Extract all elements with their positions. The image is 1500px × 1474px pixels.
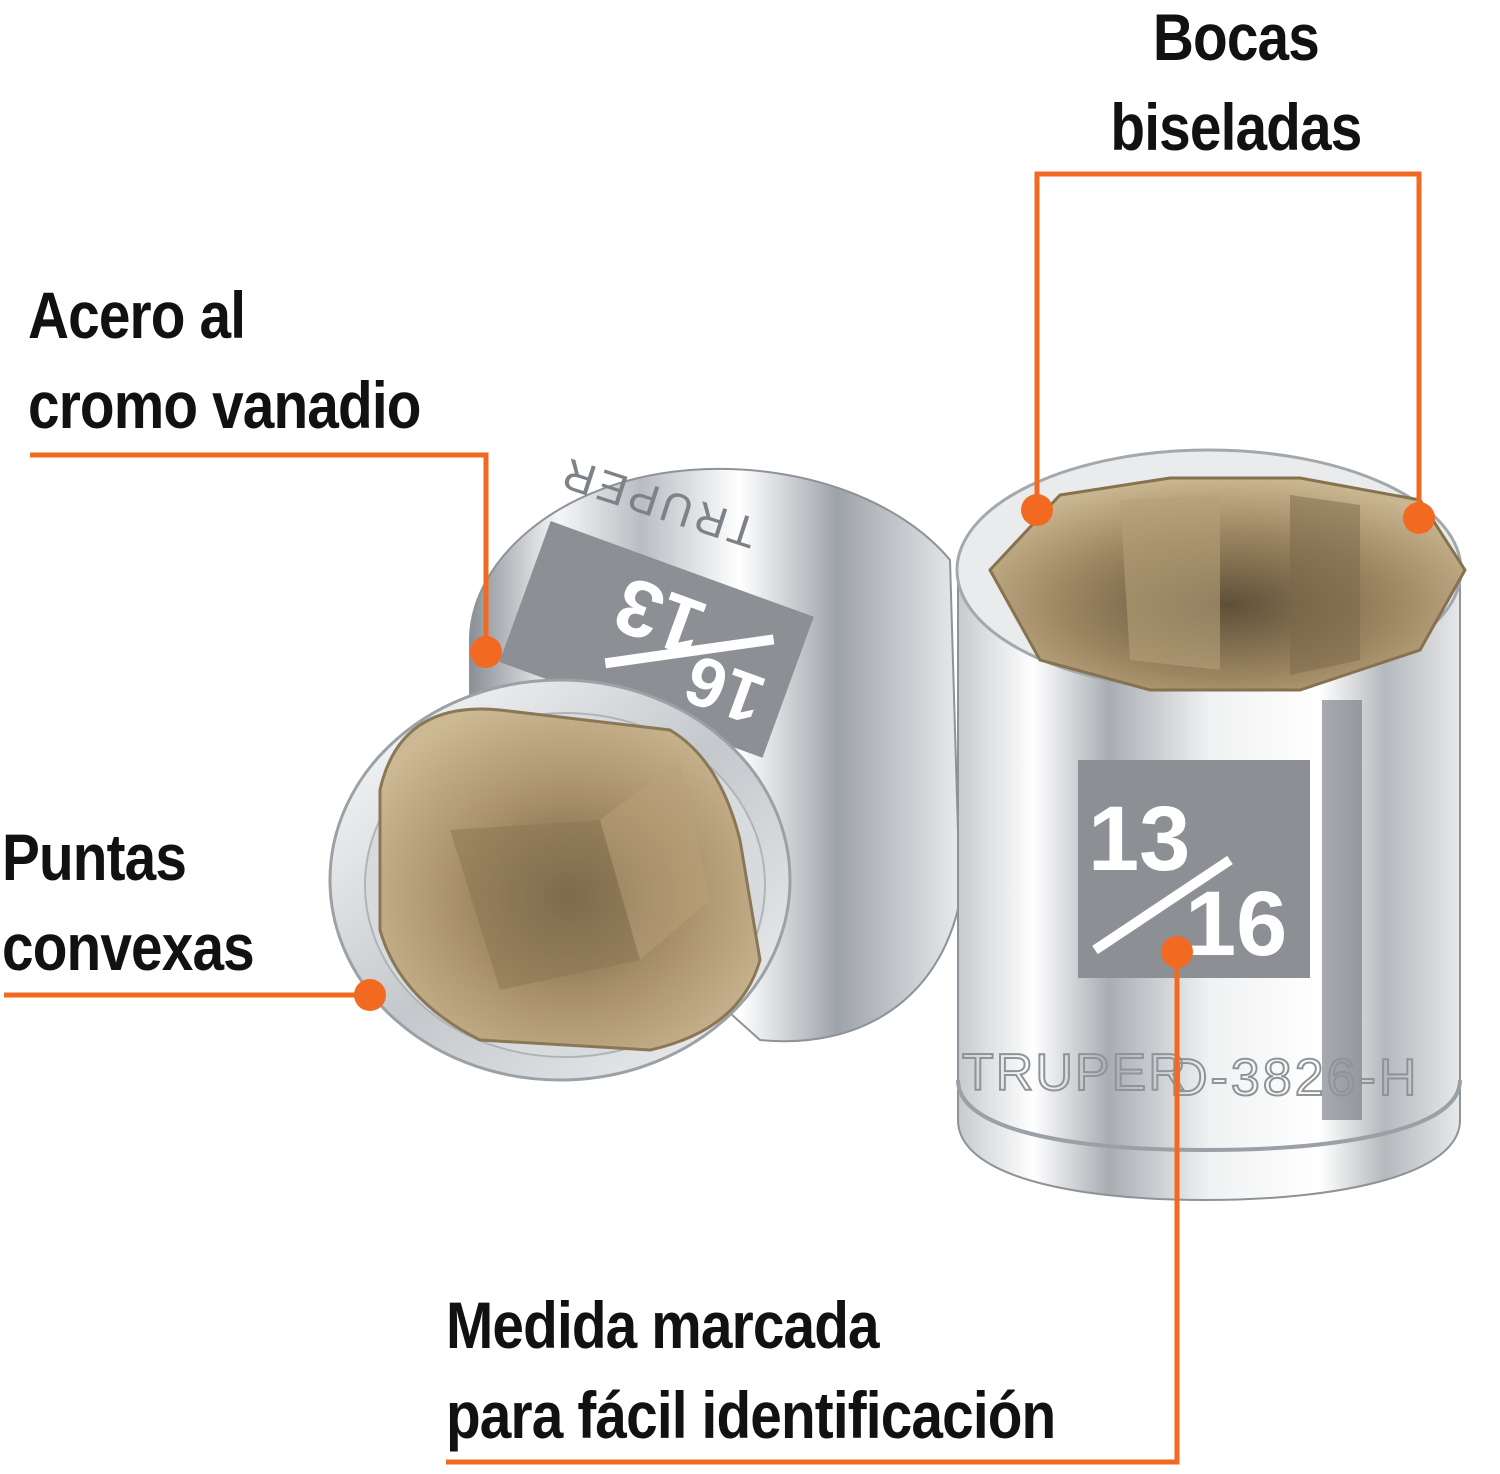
label-line: Medida marcada xyxy=(446,1288,880,1362)
label-medida-marcada: Medida marcada para fácil identificación xyxy=(446,1280,1056,1460)
left-size-plate: 13 16 xyxy=(499,521,814,758)
label-line: convexas xyxy=(2,910,255,984)
right-size-numerator: 13 xyxy=(1088,788,1190,890)
dot-bocas-left xyxy=(1021,494,1053,526)
dot-medida xyxy=(1161,936,1193,968)
leader-medida xyxy=(446,952,1180,1465)
label-line: Puntas xyxy=(2,820,187,894)
dot-bocas-right xyxy=(1403,502,1435,534)
label-bocas-biseladas: Bocas biseladas xyxy=(1110,0,1362,172)
label-acero-cromo-vanadio: Acero al cromo vanadio xyxy=(28,270,421,450)
right-hex-opening xyxy=(988,476,1467,692)
label-line: Bocas xyxy=(1152,0,1320,74)
right-socket: 13 16 TRUPER D-3826-H xyxy=(955,448,1467,1202)
right-model-text: D-3826-H xyxy=(1170,1049,1419,1107)
label-line: cromo vanadio xyxy=(28,368,421,442)
leader-bocas xyxy=(1034,171,1422,518)
label-puntas-convexas: Puntas convexas xyxy=(2,812,255,992)
left-socket: 13 16 TRUPER xyxy=(328,447,962,1082)
callout-dots xyxy=(354,494,1435,1011)
label-line: para fácil identificación xyxy=(446,1378,1056,1452)
dot-acero xyxy=(470,636,502,668)
dot-puntas xyxy=(354,979,386,1011)
right-size-denominator: 16 xyxy=(1185,873,1287,975)
leader-acero xyxy=(30,452,489,652)
right-brand-text: TRUPER xyxy=(962,1044,1188,1102)
right-size-plate: 13 16 xyxy=(1078,760,1310,978)
label-line: Acero al xyxy=(28,278,246,352)
label-line: biseladas xyxy=(1110,90,1362,164)
callout-lines xyxy=(4,171,1422,1465)
